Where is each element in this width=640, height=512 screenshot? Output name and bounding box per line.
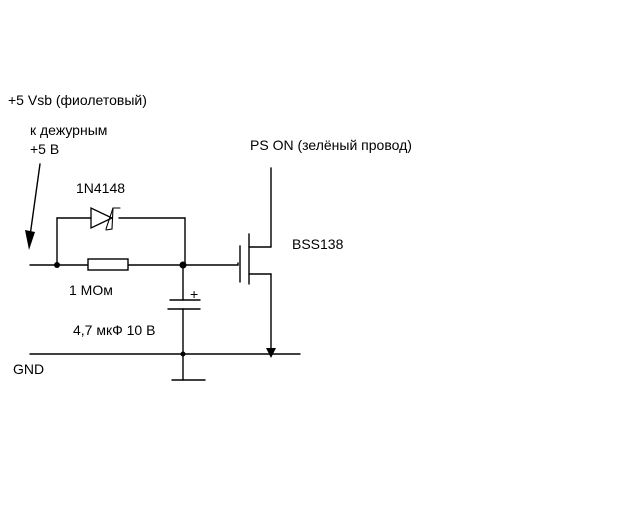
input-arrow [25, 163, 41, 250]
ground-stub [171, 353, 206, 381]
diode-label: 1N4148 [76, 180, 125, 196]
diode-branch [56, 217, 186, 266]
gnd-label: GND [13, 361, 44, 377]
junction-dot-left [54, 262, 60, 268]
mosfet-symbol [237, 167, 276, 358]
capacitor-polarity-label: + [190, 286, 198, 302]
transistor-label: BSS138 [292, 236, 344, 252]
standby-label-line2: +5 В [30, 141, 59, 157]
resistor-label: 1 МОм [69, 282, 113, 298]
vsb-label: +5 Vsb (фиолетовый) [8, 92, 147, 108]
resistor-symbol [87, 258, 129, 271]
standby-label-line1: к дежурным [30, 122, 107, 138]
capacitor-label: 4,7 мкФ 10 В [73, 322, 155, 338]
diode-symbol [90, 206, 121, 231]
capacitor-symbol [167, 267, 201, 355]
junction-dot-right [179, 261, 187, 269]
ps-on-label: PS ON (зелёный провод) [250, 137, 412, 153]
